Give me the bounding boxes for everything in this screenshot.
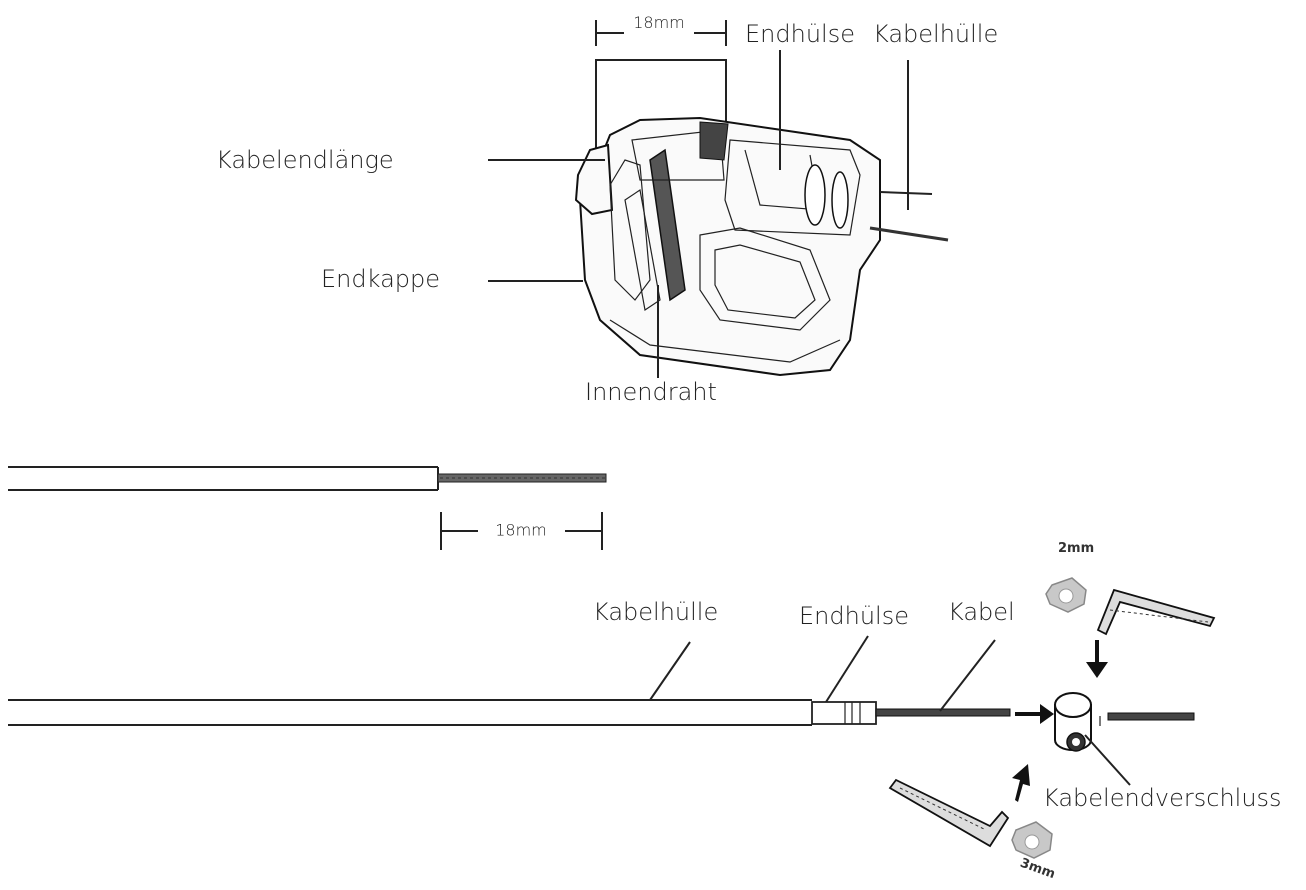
- middle-dimension-label: 18mm: [495, 521, 547, 540]
- label-innendraht: Innendraht: [585, 378, 717, 406]
- cable-lock: [1054, 692, 1101, 752]
- label-kabelendlaenge: Kabelendlänge: [216, 146, 394, 174]
- middle-dimension-marker: 18mm: [440, 512, 603, 550]
- clip-3mm-icon: [1011, 821, 1053, 859]
- end-cap-housing: [574, 116, 881, 377]
- hex-key-2mm: [1096, 588, 1216, 636]
- top-dimension-label: 18mm: [633, 13, 685, 32]
- label-endkappe: Endkappe: [321, 265, 440, 293]
- label-endhuelse-bottom: Endhülse: [799, 602, 909, 630]
- top-assembly: 18mm: [216, 13, 998, 406]
- label-kabelhuelle-bottom: Kabelhülle: [593, 598, 718, 626]
- label-kabelendverschluss: Kabelendverschluss: [1043, 784, 1282, 812]
- label-endhuelse-top: Endhülse: [745, 20, 855, 48]
- bottom-assembly: 2mm 3mm Kabelhülle Endhülse Kabel Kabele…: [8, 541, 1282, 882]
- arrow-down: [1086, 640, 1108, 678]
- arrow-right: [1015, 704, 1054, 724]
- label-2mm: 2mm: [1058, 541, 1094, 556]
- clip-2mm-icon: [1045, 577, 1087, 613]
- label-kabelhuelle-top: Kabelhülle: [873, 20, 998, 48]
- hex-key-3mm: [888, 778, 1010, 848]
- stripped-cable-section: 18mm: [8, 466, 607, 550]
- top-dimension-marker: 18mm: [595, 13, 727, 152]
- arrow-up: [1012, 764, 1030, 802]
- label-3mm: 3mm: [1018, 856, 1057, 882]
- label-kabel: Kabel: [948, 598, 1015, 626]
